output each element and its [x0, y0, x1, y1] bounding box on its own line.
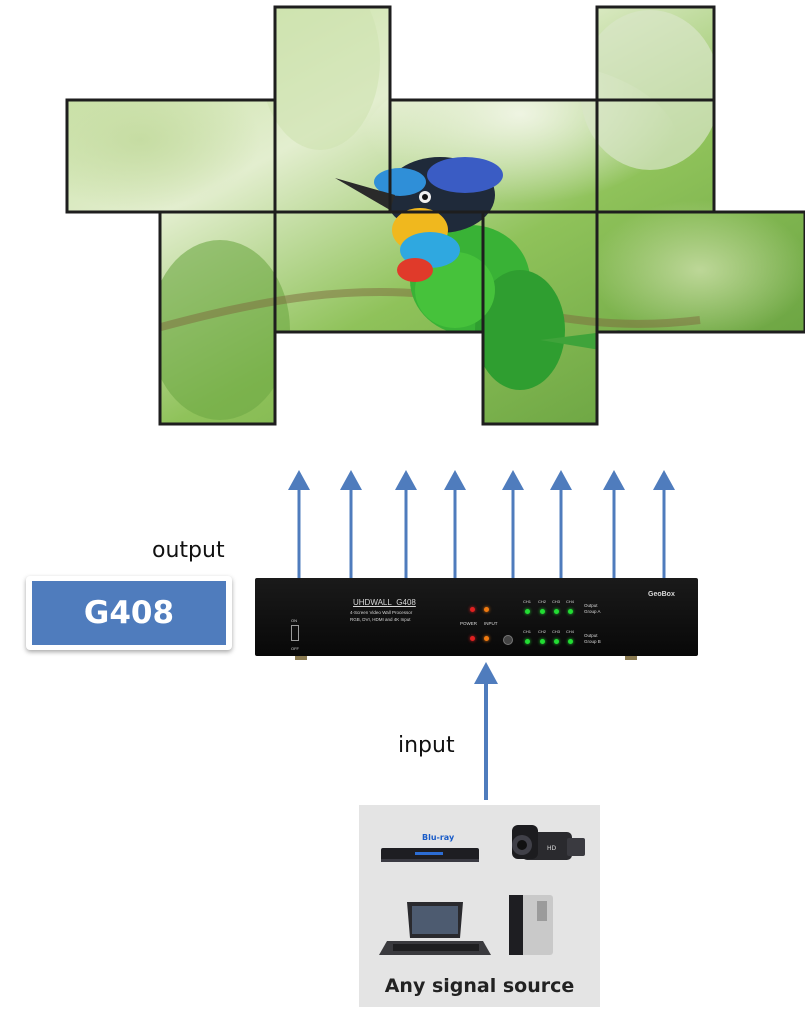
source-caption: Any signal source	[384, 975, 575, 997]
svg-text:Blu-ray: Blu-ray	[422, 833, 455, 842]
model-badge: G408	[26, 576, 232, 650]
ch-label-a2: CH2	[538, 599, 547, 604]
switch-off-label: OFF	[291, 646, 299, 651]
video-wall	[0, 0, 805, 430]
desktop-pc-icon	[509, 895, 553, 955]
output-arrow	[550, 470, 572, 578]
ch-led-a1	[525, 609, 530, 614]
laptop-icon	[379, 902, 491, 955]
ch-label-b2: CH2	[538, 629, 547, 634]
output-group-b-label: Output Group B	[584, 633, 601, 644]
ch-led-b4	[568, 639, 573, 644]
input-led	[484, 607, 489, 612]
camcorder-icon: HD	[512, 825, 585, 860]
ch-led-b3	[554, 639, 559, 644]
ch-led-a2	[540, 609, 545, 614]
video-wall-processor: ON OFF UHDWALL_G408 4-Screen Video Wall …	[255, 578, 698, 660]
power-switch[interactable]	[291, 625, 299, 641]
ir-sensor	[503, 635, 513, 645]
switch-on-label: ON	[291, 618, 297, 623]
ch-label-b4: CH4	[566, 629, 575, 634]
brand-logo: GeoBox	[648, 591, 675, 598]
output-arrow	[603, 470, 625, 578]
ch-led-b1	[525, 639, 530, 644]
output-arrow	[653, 470, 675, 578]
output-arrow	[288, 470, 310, 578]
ch-label-a4: CH4	[566, 599, 575, 604]
power-led-b	[470, 636, 475, 641]
device-subtitle-1: 4-Screen Video Wall Processor	[350, 610, 413, 615]
input-label: input	[398, 733, 455, 758]
ch-label-a1: CH1	[523, 599, 532, 604]
model-name: G408	[83, 595, 175, 631]
input-arrow	[474, 662, 498, 800]
ch-label-b1: CH1	[523, 629, 532, 634]
input-status-label: INPUT	[484, 621, 498, 626]
output-arrow	[502, 470, 524, 578]
device-subtitle-2: RGB, DVI, HDMI and 4K Input	[350, 617, 411, 622]
blu-ray-player-icon: Blu-ray	[381, 833, 479, 862]
device-title: UHDWALL_G408	[353, 598, 416, 607]
power-led	[470, 607, 475, 612]
svg-text:HD: HD	[547, 845, 557, 852]
input-led-b	[484, 636, 489, 641]
output-arrow	[444, 470, 466, 578]
output-arrow	[395, 470, 417, 578]
ch-led-a3	[554, 609, 559, 614]
ch-label-a3: CH3	[552, 599, 561, 604]
output-group-a-label: Output Group A	[584, 603, 601, 614]
power-label: POWER	[460, 621, 478, 626]
output-arrow	[340, 470, 362, 578]
video-wall-image	[65, 5, 805, 426]
signal-source-panel: Blu-ray HD Any signal source	[359, 805, 600, 1007]
ch-label-b3: CH3	[552, 629, 561, 634]
ch-led-a4	[568, 609, 573, 614]
output-label: output	[152, 538, 225, 563]
ch-led-b2	[540, 639, 545, 644]
